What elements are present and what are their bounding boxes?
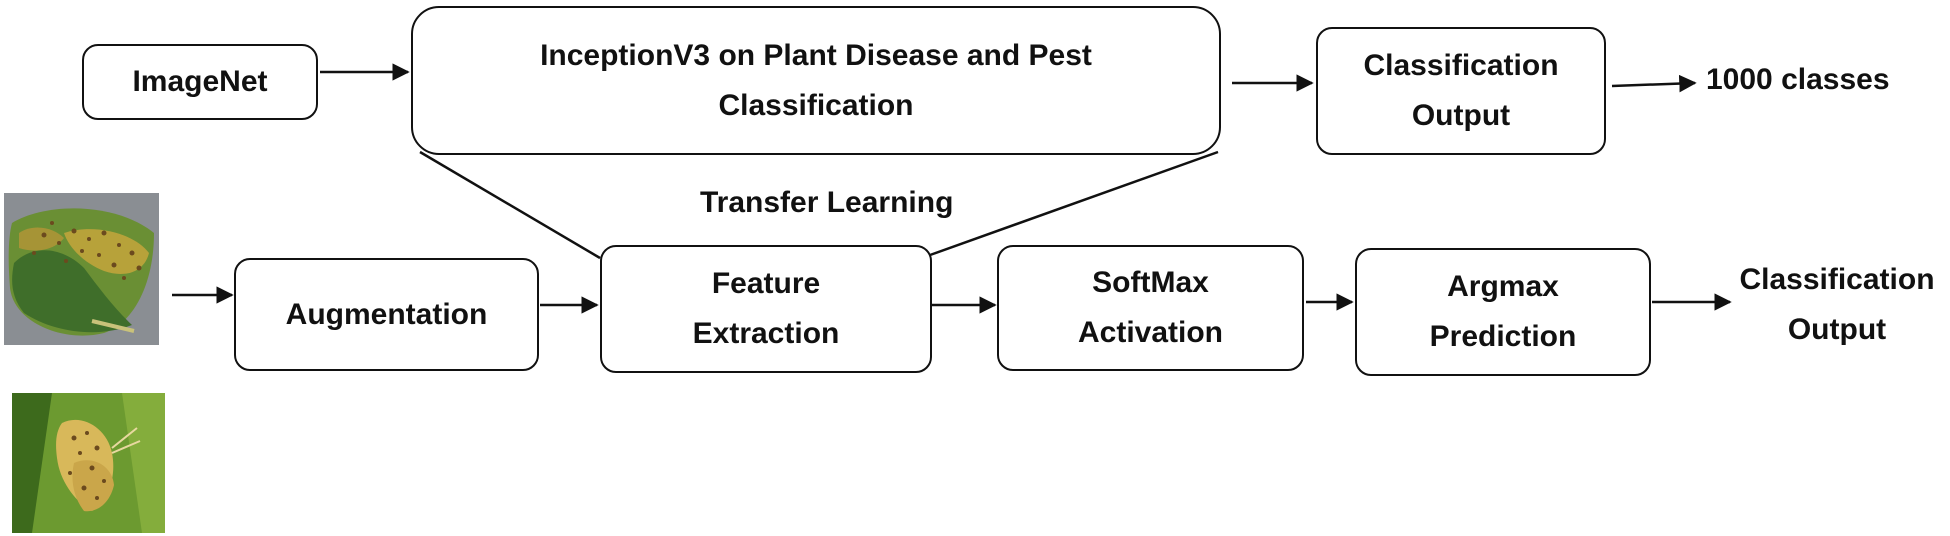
transfer-line-left (419, 150, 601, 260)
moth-pest-icon (12, 393, 165, 533)
classification-output-line1: Classification (1363, 49, 1559, 82)
inception-label-line2: Classification (718, 88, 914, 122)
softmax-activation-box: SoftMax Activation (997, 245, 1304, 371)
feature-extraction-box: Feature Extraction (600, 245, 932, 373)
classes-label: 1000 classes (1706, 63, 1890, 96)
classification-output-line2: Output (1411, 99, 1511, 132)
leaf-image (4, 193, 159, 345)
final-output-line1: Classification (1739, 263, 1935, 296)
inception-box: InceptionV3 on Plant Disease and Pest Cl… (411, 6, 1221, 155)
final-output-line2: Output (1787, 313, 1887, 346)
imagenet-label: ImageNet (132, 65, 268, 98)
arrow-classification-to-classes (1611, 74, 1697, 93)
classification-output-box: Classification Output (1316, 27, 1606, 155)
augmentation-label: Augmentation (285, 297, 488, 331)
argmax-prediction-line2: Prediction (1429, 320, 1577, 353)
inception-label-line1: InceptionV3 on Plant Disease and Pest (540, 38, 1092, 72)
pest-image (12, 393, 165, 533)
argmax-prediction-box: Argmax Prediction (1355, 248, 1651, 376)
softmax-activation-line2: Activation (1077, 316, 1224, 349)
feature-extraction-line1: Feature (711, 267, 821, 300)
final-classification-output: Classification Output (1728, 255, 1946, 355)
transfer-learning-label: Transfer Learning (700, 186, 954, 219)
softmax-activation-line1: SoftMax (1092, 266, 1209, 299)
transfer-line-right (929, 150, 1219, 257)
augmentation-box: Augmentation (234, 258, 539, 371)
diseased-leaf-icon (8, 208, 154, 336)
feature-extraction-line2: Extraction (692, 317, 840, 350)
imagenet-box: ImageNet (82, 44, 318, 120)
argmax-prediction-line1: Argmax (1447, 270, 1559, 303)
